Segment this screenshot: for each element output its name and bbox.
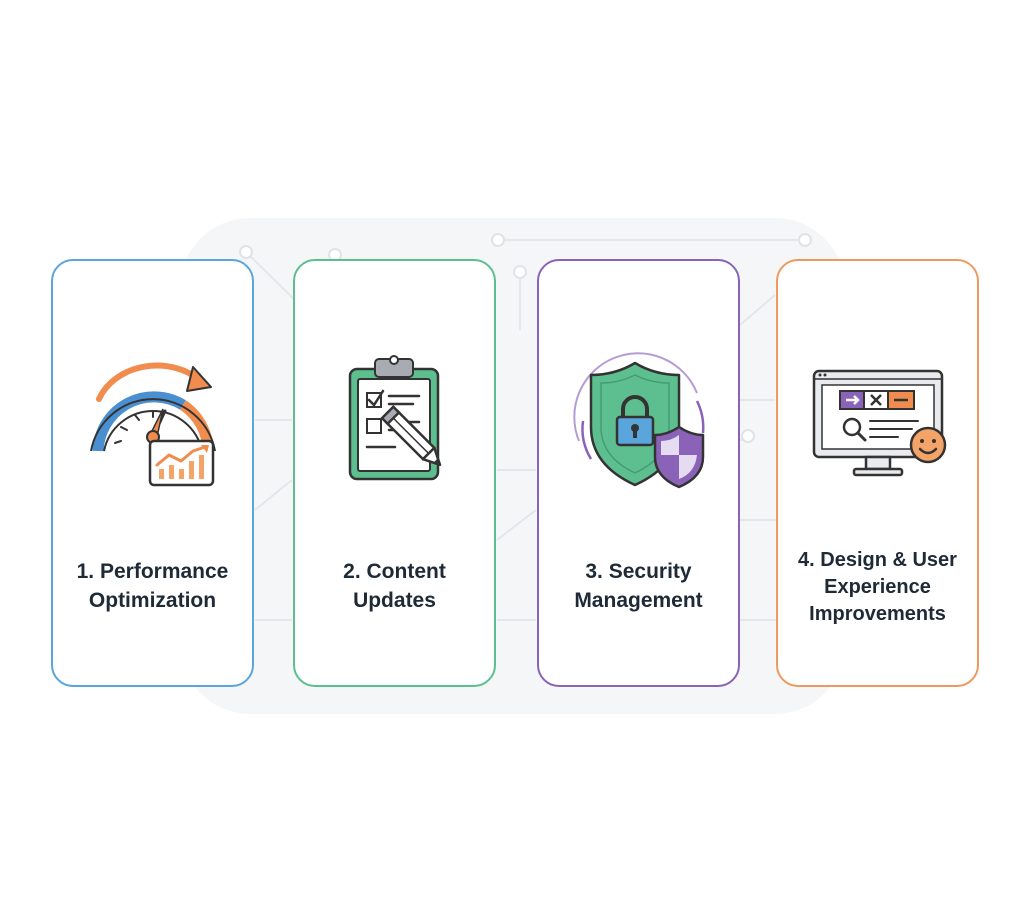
step-card-security: 3. Security Management: [537, 259, 740, 687]
step-card-content: 2. Content Updates: [293, 259, 496, 687]
shield-lock-icon: [539, 341, 738, 491]
speedometer-chart-icon: [53, 341, 252, 491]
step-title: 2. Content Updates: [343, 560, 446, 612]
step-title: 4. Design & User Experience Improvements: [798, 549, 957, 625]
monitor-smiley-icon: [778, 341, 977, 491]
clipboard-checklist-icon: [295, 341, 494, 491]
step-card-design-ux: 4. Design & User Experience Improvements: [776, 259, 979, 687]
step-title: 1. Performance Optimization: [76, 560, 229, 612]
step-title: 3. Security Management: [574, 560, 703, 612]
step-card-performance: 1. Performance Optimization: [51, 259, 254, 687]
